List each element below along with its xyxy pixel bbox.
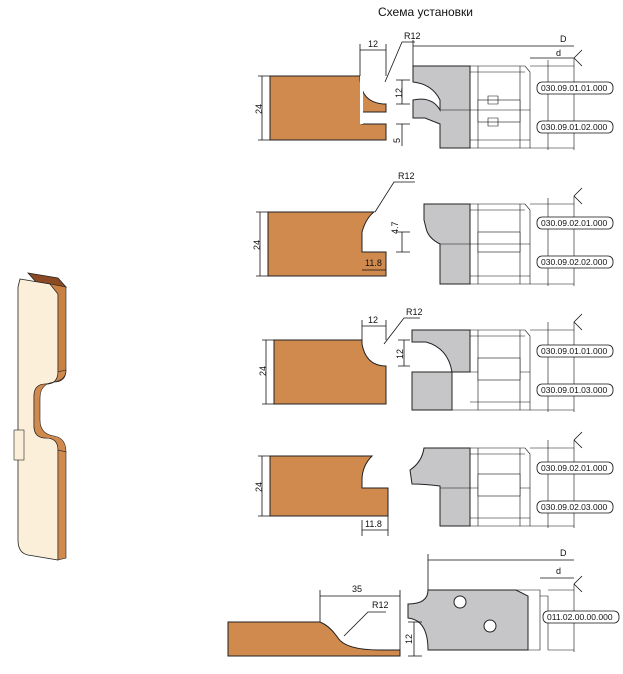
code-label-3a: 030.09.01.01.000 (541, 346, 607, 356)
workpiece-1 (269, 75, 387, 141)
dim-radius-3: R12 (406, 307, 423, 317)
code-label-4a: 030.09.02.01.000 (541, 463, 607, 473)
dim-height-3: 24 (258, 366, 268, 376)
cutter-body-5 (407, 589, 529, 651)
scheme-1: 12 R12 24 12 5 D d 030.09.01.01.000 030.… (254, 31, 614, 150)
cutter-body-4 (409, 447, 471, 527)
code-label-5: 011.02.00.00.000 (547, 612, 613, 622)
dim-d-1: d (556, 48, 561, 58)
dim-width-2: 11.8 (365, 258, 382, 268)
workpiece-4 (269, 455, 389, 517)
dim-height-5: 12 (404, 634, 414, 644)
dim-height-2: 24 (252, 240, 262, 250)
workpiece-5 (227, 621, 401, 657)
scheme-5: 35 R12 12 D d 011.02.00.00.000 (227, 548, 620, 657)
scheme-title: Схема установки (378, 5, 473, 19)
dim-width-4: 11.8 (365, 519, 382, 529)
dim-step-1: 12 (394, 88, 404, 98)
panel-3d-illustration (13, 272, 68, 561)
dim-width-1: 12 (368, 39, 378, 49)
dim-D-1: D (560, 34, 567, 44)
dim-length-5: 35 (352, 584, 362, 594)
scheme-3: 12 R12 24 12 030.09.01.01.000 030.09.01.… (258, 307, 614, 412)
workpiece-3 (273, 339, 387, 405)
dim-radius-5: R12 (372, 600, 389, 610)
cutter-body-3-bottom (411, 371, 453, 411)
dim-height-1: 24 (254, 104, 264, 114)
dim-width-3: 12 (368, 315, 378, 325)
scheme-4: 24 11.8 030.09.02.01.000 030.09.02.03.00… (254, 431, 614, 536)
code-label-1b: 030.09.01.02.000 (541, 122, 607, 132)
code-label-4b: 030.09.02.03.000 (541, 502, 607, 512)
dim-slot-1: 5 (392, 138, 402, 143)
dim-radius-2: R12 (398, 171, 415, 181)
dim-D-5: D (560, 548, 567, 558)
cutter-body-3-top (411, 329, 471, 373)
workpiece-2 (267, 211, 387, 277)
dim-step-3: 12 (395, 349, 405, 359)
code-label-2a: 030.09.02.01.000 (541, 218, 607, 228)
code-label-2b: 030.09.02.02.000 (541, 257, 607, 267)
code-label-3b: 030.09.01.03.000 (541, 385, 607, 395)
code-label-1a: 030.09.01.01.000 (541, 83, 607, 93)
dim-d-5: d (556, 566, 561, 576)
dim-radius-1: R12 (404, 31, 421, 41)
dim-step-2: 4.7 (390, 221, 400, 234)
dim-height-4: 24 (254, 482, 264, 492)
cutter-body-1 (412, 65, 471, 149)
scheme-2: R12 24 4.7 11.8 030.09.02.01.000 030.09.… (252, 171, 614, 286)
